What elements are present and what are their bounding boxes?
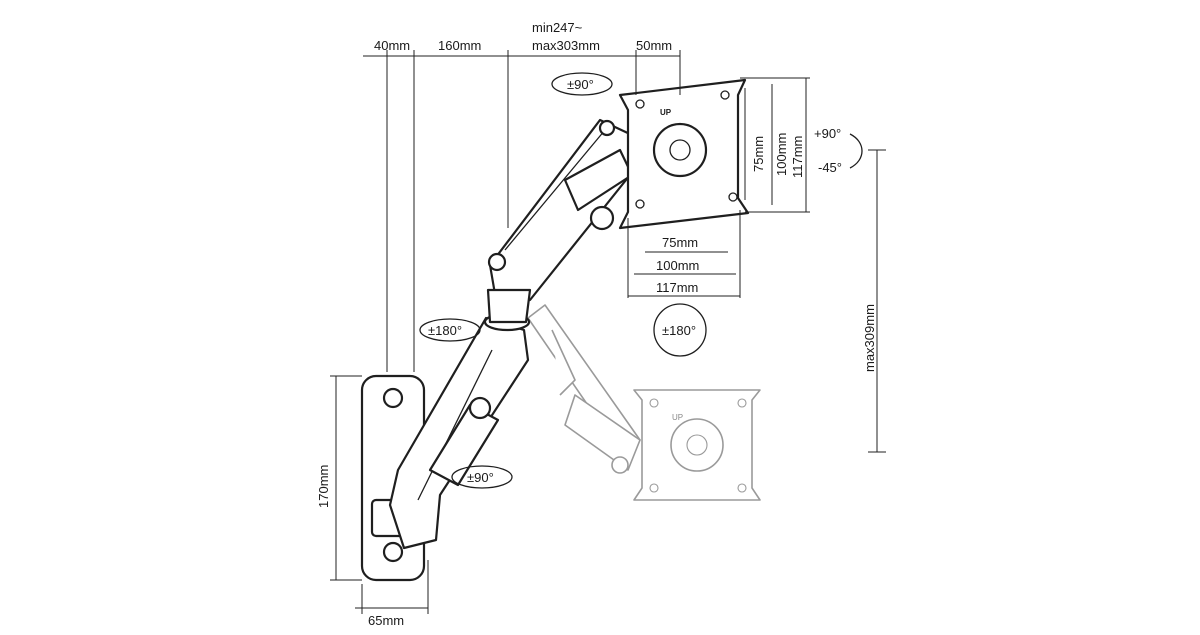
ghost-up-mark: UP [672, 413, 683, 422]
upper-arm-knob [589, 205, 615, 231]
vesa-hole-bl [635, 199, 645, 209]
label-vesa-117-h: 117mm [656, 280, 698, 295]
elbow-joint [486, 288, 532, 324]
dimension-lines [330, 50, 886, 614]
wall-plate-bottom-hole [382, 541, 404, 563]
tilt-arrow [849, 133, 863, 169]
lower-arm-knob [468, 396, 492, 420]
label-width-65: 65mm [368, 613, 404, 628]
label-50mm: 50mm [636, 38, 672, 53]
ghost-arm-edge [551, 329, 576, 396]
upper-arm [486, 118, 634, 324]
vesa-hub [669, 139, 691, 161]
ghost-arm-position: UP [527, 304, 761, 501]
vesa-ring [652, 122, 708, 178]
rotation-arrow-top [551, 72, 613, 96]
ghost-vesa-ring [670, 418, 724, 472]
ghost-gas-spring [564, 394, 641, 471]
upper-arm-edge [504, 129, 606, 251]
label-vesa-100-h: 100mm [656, 258, 699, 273]
label-rot-top: ±90° [567, 77, 594, 92]
ghost-hole-tl [649, 398, 659, 408]
label-min247: min247~ [532, 20, 583, 35]
upper-joint-bolt [598, 119, 616, 137]
label-rot-180-arm: ±180° [428, 323, 462, 338]
rotation-arrow-base [451, 465, 513, 489]
ghost-vesa-hub [686, 434, 708, 456]
vesa-hole-br [728, 192, 738, 202]
vesa-plate: UP [618, 78, 750, 230]
ghost-hole-bl [649, 483, 659, 493]
label-tilt-down: -45° [818, 160, 842, 175]
label-tilt-up: +90° [814, 126, 841, 141]
label-160mm: 160mm [438, 38, 481, 53]
label-vesa-75-h: 75mm [662, 235, 698, 250]
label-height-170: 170mm [316, 465, 331, 508]
label-vesa-100-v: 100mm [774, 133, 789, 176]
label-vesa-117-v: 117mm [790, 136, 805, 178]
label-vesa-75-v: 75mm [751, 136, 766, 172]
vesa-up-mark: UP [660, 108, 672, 117]
wall-plate-top-hole [382, 387, 404, 409]
label-40mm: 40mm [374, 38, 410, 53]
ghost-hole-tr [737, 398, 747, 408]
vesa-hole-tl [635, 99, 645, 109]
elbow-joint-bolt [487, 252, 507, 272]
rotation-indicators [419, 72, 863, 489]
ghost-hole-br [737, 483, 747, 493]
label-rot-90-base: ±90° [467, 470, 494, 485]
lower-arm-housing [428, 403, 500, 487]
label-max303: max303mm [532, 38, 600, 53]
vesa-hole-tr [720, 90, 730, 100]
lower-arm-edge [417, 349, 493, 501]
rotation-arrow-panel [653, 303, 707, 357]
label-height-309: max309mm [862, 304, 877, 372]
rotation-arrow-arm [419, 318, 481, 342]
dimension-labels: 40mm 160mm min247~ max303mm 50mm ±90° 75… [316, 20, 877, 628]
ghost-joint-bolt [611, 456, 629, 474]
label-rot-180-panel: ±180° [662, 323, 696, 338]
